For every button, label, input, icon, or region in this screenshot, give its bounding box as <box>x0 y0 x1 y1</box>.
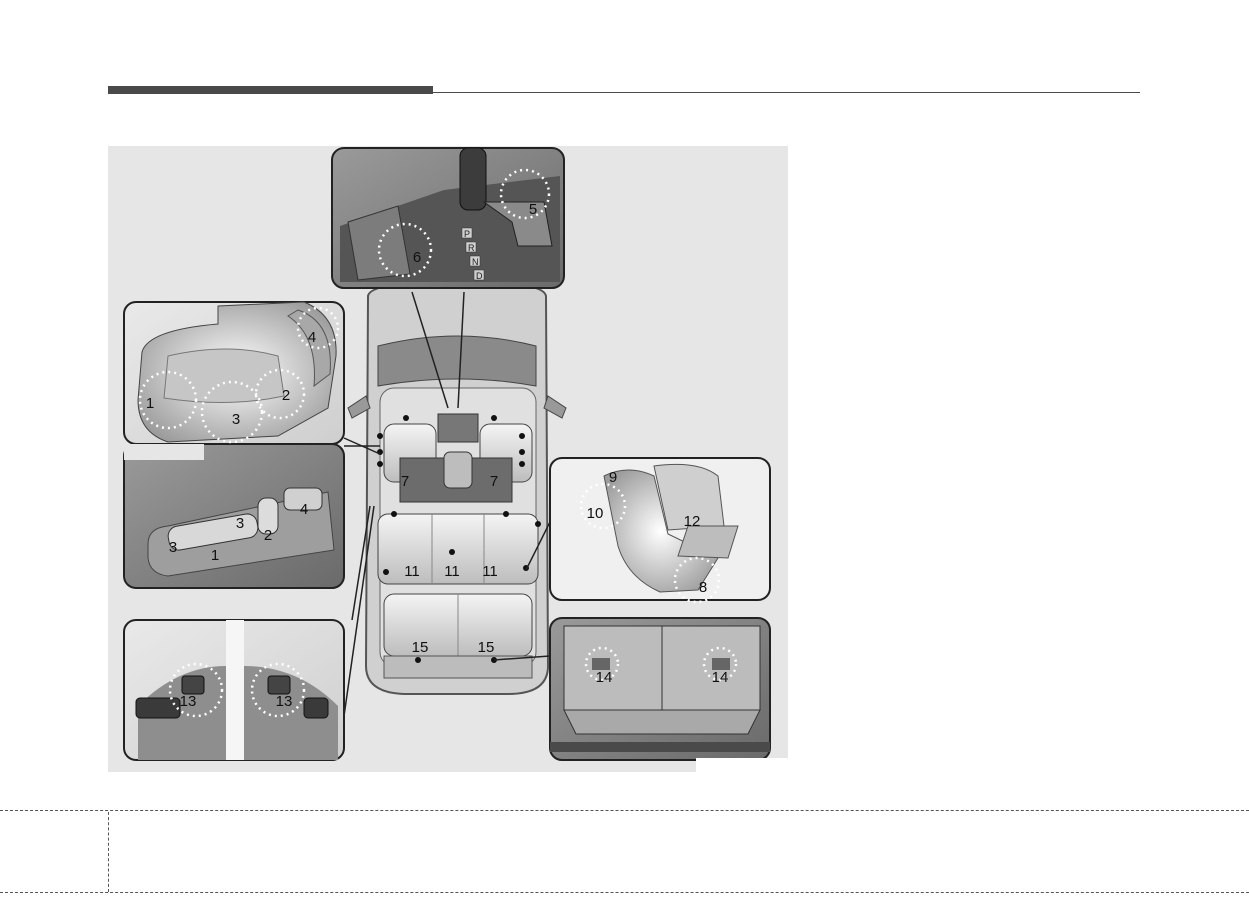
footer-bottom-rule <box>0 892 1249 893</box>
callout-seat-4: 4 <box>308 329 316 346</box>
callout-row2-11c: 11 <box>482 563 498 580</box>
callout-switch-3a: 3 <box>169 539 177 556</box>
callout-seat-1: 1 <box>146 395 154 412</box>
inset-rear-seat <box>550 458 770 600</box>
callout-switch-4: 4 <box>300 501 308 518</box>
callout-door-13a: 13 <box>180 693 197 710</box>
callout-seat-3: 3 <box>232 411 240 428</box>
callout-shift-6: 6 <box>413 249 421 266</box>
callout-row2-11b: 11 <box>444 563 460 580</box>
callout-switch-1: 1 <box>211 547 219 564</box>
gear-n-label: N <box>472 257 479 267</box>
callout-front-7b: 7 <box>490 473 498 490</box>
callout-rear-12: 12 <box>684 513 701 530</box>
gear-d-label: D <box>476 271 483 281</box>
callout-switch-2: 2 <box>264 527 272 544</box>
callout-rear-9: 9 <box>609 469 617 486</box>
callout-cargo-14b: 14 <box>712 669 729 686</box>
callout-rear-8: 8 <box>699 579 707 596</box>
seat-overview-illustration: 1 3 2 4 3 3 1 2 4 5 6 7 7 11 11 11 15 15… <box>108 146 788 772</box>
callout-seat-2: 2 <box>282 387 290 404</box>
car-top-view <box>348 284 566 694</box>
callout-row3-15b: 15 <box>478 639 495 656</box>
callout-cargo-14a: 14 <box>596 669 613 686</box>
footer-dashed-divider <box>108 812 109 892</box>
header-accent-bar <box>108 86 433 94</box>
gear-r-label: R <box>468 243 475 253</box>
inset-door-buttons <box>124 620 344 760</box>
callout-row2-11a: 11 <box>404 563 420 580</box>
callout-rear-10: 10 <box>587 505 604 522</box>
inset-seat-switches <box>124 444 344 588</box>
callout-door-13b: 13 <box>276 693 293 710</box>
inset-cargo-area <box>550 618 770 760</box>
callout-shift-5: 5 <box>529 201 537 218</box>
callout-row3-15a: 15 <box>412 639 429 656</box>
callout-front-7a: 7 <box>401 473 409 490</box>
callout-switch-3b: 3 <box>236 515 244 532</box>
gear-p-label: P <box>464 229 470 239</box>
header-rule <box>433 92 1140 93</box>
footer-dashed-rule <box>0 810 1249 811</box>
inset-shift-lever <box>332 148 564 288</box>
